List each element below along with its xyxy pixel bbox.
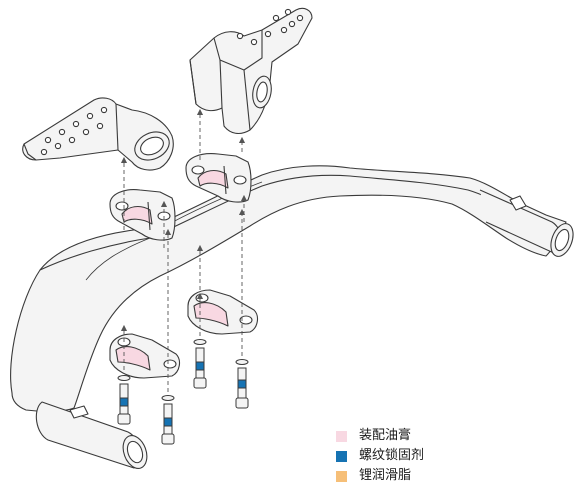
legend: 装配油膏 螺纹锁固剂 锂润滑脂 xyxy=(336,426,496,486)
grease-swatch xyxy=(336,430,347,442)
upper-clamp-left xyxy=(109,189,176,241)
antiseize-swatch xyxy=(336,470,347,482)
legend-label: 锂润滑脂 xyxy=(359,468,412,483)
legend-item-threadlock: 螺纹锁固剂 xyxy=(336,446,496,466)
right-extension-mount xyxy=(189,7,313,135)
bolt xyxy=(161,395,175,445)
handlebar-wing xyxy=(10,165,567,412)
upper-clamp-right xyxy=(185,153,252,203)
bolt xyxy=(117,375,131,425)
legend-label: 装配油膏 xyxy=(359,428,412,443)
legend-item-grease: 装配油膏 xyxy=(336,426,496,446)
legend-label: 螺纹锁固剂 xyxy=(359,448,425,463)
bolt xyxy=(193,339,207,389)
lower-clamp-right xyxy=(187,289,259,335)
assembly-guide-lines xyxy=(120,108,248,392)
threadlock-swatch xyxy=(336,450,347,462)
left-extension-mount xyxy=(22,97,174,171)
lower-clamp-left xyxy=(109,333,181,379)
bolt xyxy=(235,359,249,409)
legend-item-antiseize: 锂润滑脂 xyxy=(336,466,496,486)
handlebar xyxy=(10,165,574,469)
